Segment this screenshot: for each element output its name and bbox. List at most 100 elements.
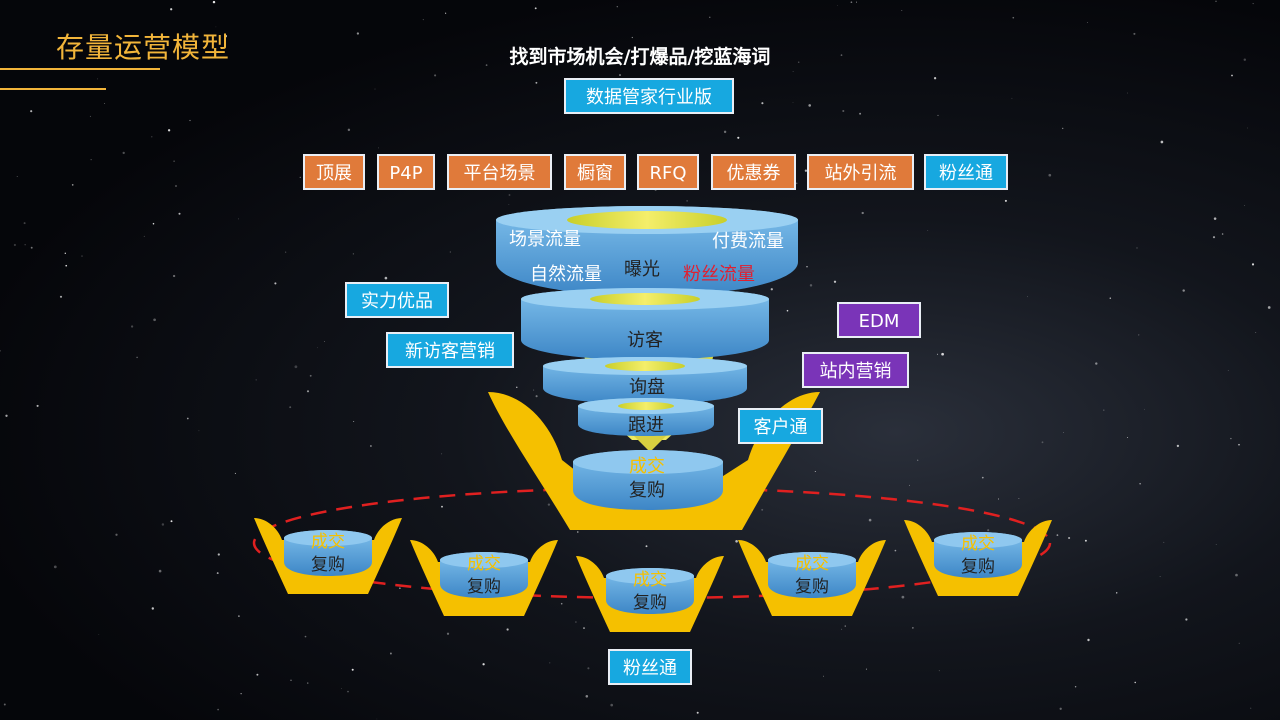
data-manager-box: 数据管家行业版 — [564, 78, 734, 114]
star — [24, 244, 26, 246]
star — [217, 553, 220, 556]
star — [174, 184, 178, 188]
star — [1243, 58, 1247, 61]
small-bowl-repeat: 复购 — [311, 555, 345, 575]
star — [1018, 498, 1020, 500]
title-underline — [0, 68, 160, 70]
star — [422, 19, 424, 21]
star — [294, 365, 298, 369]
star — [562, 52, 565, 56]
star — [5, 414, 8, 417]
star — [610, 703, 614, 707]
star — [71, 184, 74, 186]
star — [290, 679, 292, 681]
star — [98, 634, 100, 635]
star — [130, 325, 134, 328]
star — [735, 540, 738, 543]
star — [547, 503, 551, 506]
star — [508, 204, 510, 205]
star — [840, 54, 843, 56]
star — [446, 632, 450, 635]
label-exposure: 曝光 — [624, 259, 660, 280]
small-bowl-deal: 成交 — [795, 554, 829, 574]
star — [534, 7, 537, 10]
star — [347, 690, 349, 693]
star — [936, 353, 939, 355]
small-bowl-deal: 成交 — [633, 570, 667, 590]
small-bowl-rim — [934, 532, 1022, 548]
star — [1138, 334, 1140, 336]
bottom-box-fan-pass: 粉丝通 — [608, 649, 692, 685]
star — [97, 78, 99, 80]
star — [115, 533, 118, 536]
star — [761, 508, 764, 511]
star — [833, 280, 837, 283]
star — [347, 128, 351, 132]
star — [645, 545, 648, 548]
star — [30, 110, 33, 113]
star — [533, 389, 535, 391]
star — [844, 625, 846, 627]
star — [3, 703, 6, 706]
star — [173, 160, 175, 162]
star — [917, 459, 919, 461]
star — [1127, 92, 1128, 94]
star — [792, 71, 794, 72]
star — [770, 288, 773, 291]
star — [1115, 592, 1118, 594]
label-followup: 跟进 — [628, 415, 664, 436]
tool-box-p4p: P4P — [377, 154, 435, 190]
star — [374, 88, 376, 90]
star — [212, 0, 216, 4]
big-bowl-repeat: 复购 — [629, 480, 665, 501]
star — [1252, 3, 1254, 5]
small-bowl-repeat: 复购 — [467, 577, 501, 597]
star — [198, 430, 200, 432]
star — [575, 621, 577, 623]
star — [238, 615, 240, 617]
big-bowl-deal: 成交 — [629, 456, 665, 477]
star — [1247, 127, 1248, 129]
star — [901, 595, 905, 599]
star — [1182, 289, 1185, 292]
star — [1159, 576, 1161, 577]
star — [441, 453, 443, 455]
star — [861, 211, 864, 215]
star — [1133, 32, 1136, 35]
star — [13, 243, 16, 247]
star — [868, 518, 872, 522]
star — [1251, 263, 1255, 266]
star — [1235, 573, 1238, 577]
star — [449, 251, 451, 253]
star — [1136, 247, 1138, 249]
star — [178, 212, 181, 215]
star — [136, 356, 138, 359]
star — [823, 675, 824, 677]
star — [1230, 437, 1232, 440]
star — [370, 445, 372, 447]
small-bowl-deal: 成交 — [961, 534, 995, 554]
star — [1213, 217, 1217, 220]
star — [808, 104, 811, 107]
label-inquiry: 询盘 — [629, 377, 665, 398]
star — [981, 476, 984, 479]
star — [1160, 140, 1164, 144]
star — [30, 246, 33, 249]
star — [90, 159, 92, 161]
star — [89, 115, 91, 117]
star — [299, 176, 302, 179]
page-title: 存量运营模型 — [56, 31, 231, 64]
side-box-edm: EDM — [837, 302, 921, 338]
star — [356, 32, 360, 35]
star — [616, 6, 618, 8]
star — [256, 673, 259, 676]
star — [809, 284, 813, 287]
star — [859, 112, 862, 115]
star — [441, 505, 443, 508]
star — [792, 102, 794, 103]
star — [341, 688, 342, 689]
